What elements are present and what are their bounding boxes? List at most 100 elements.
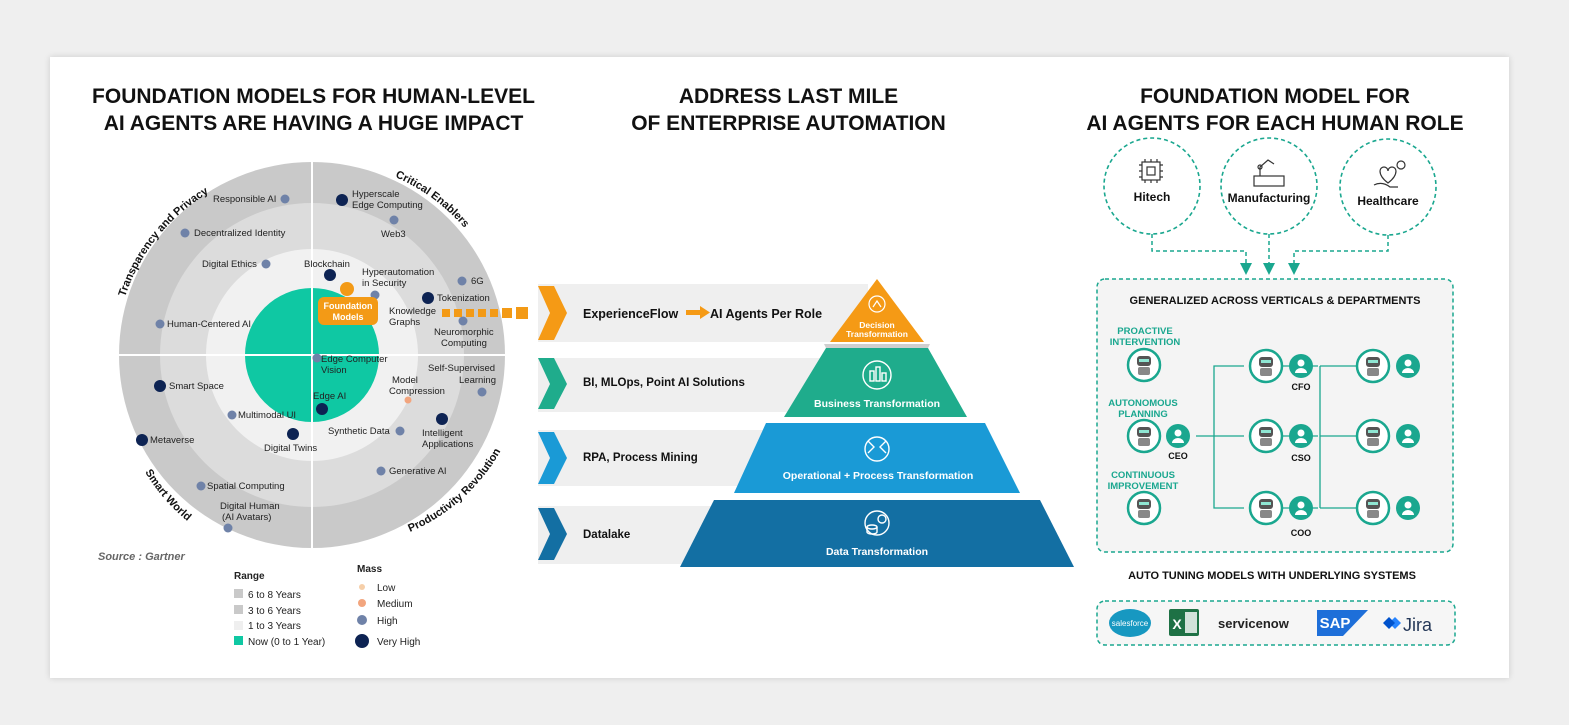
salesforce-logo: salesforce xyxy=(1109,609,1151,637)
label-model-compression-2: Compression xyxy=(389,386,445,397)
label-digital-twins: Digital Twins xyxy=(264,443,317,454)
callout-dashed-arrow xyxy=(442,307,528,319)
dot-blockchain xyxy=(324,269,336,281)
jira-text: Jira xyxy=(1403,615,1433,635)
band-3-label: RPA, Process Mining xyxy=(583,452,698,464)
heart-hand-icon xyxy=(1373,160,1406,188)
band-1-label: ExperienceFlow xyxy=(583,307,678,321)
foundation-callout-line2: Models xyxy=(332,312,363,322)
robot-cfo-icon xyxy=(1248,348,1284,384)
decision-icon xyxy=(868,295,886,313)
cso-badge-icon-body xyxy=(1295,438,1307,443)
band-2-chevron xyxy=(538,358,567,409)
dot-responsible-ai xyxy=(280,194,290,204)
cfo-team-badge-icon-head xyxy=(1404,359,1412,367)
vertical-hitech[interactable]: Hitech xyxy=(1103,137,1201,235)
band-3-chevron xyxy=(538,432,567,484)
operational-icon xyxy=(864,436,890,462)
dot-edge-ai xyxy=(316,403,328,415)
foundation-callout xyxy=(318,297,378,325)
dot-human-centered-ai xyxy=(155,319,165,329)
legend-mass-medium: Medium xyxy=(377,599,413,610)
foundation-callout-line1: Foundation xyxy=(324,301,373,311)
label-hyperautomation-2: in Security xyxy=(362,278,407,289)
legend-mass-high: High xyxy=(377,616,398,627)
dot-self-supervised xyxy=(477,387,487,397)
pyramid-decision-line1: Decision xyxy=(859,320,894,330)
legend: Range 6 to 8 Years 3 to 6 Years 1 to 3 Y… xyxy=(234,564,420,648)
label-responsible-ai: Responsible AI xyxy=(213,194,276,205)
ceo-badge-icon-body xyxy=(1172,438,1184,443)
label-hyperautomation-1: Hyperautomation xyxy=(362,267,434,278)
coo-badge-icon-body xyxy=(1295,510,1307,515)
middle-title-line1: ADDRESS LAST MILE xyxy=(678,85,899,108)
vertical-healthcare[interactable]: Healthcare xyxy=(1339,138,1437,236)
cfo-badge-icon-body xyxy=(1295,368,1307,373)
cso-badge-icon-head xyxy=(1297,429,1305,437)
mode-2-line2: PLANNING xyxy=(1118,409,1168,420)
legend-range-swatch-1 xyxy=(234,589,243,598)
dot-foundation xyxy=(340,282,354,296)
dot-synthetic-data xyxy=(395,426,405,436)
cfo-badge-icon-head xyxy=(1297,359,1305,367)
infographic-card: FOUNDATION MODELS FOR HUMAN-LEVEL AI AGE… xyxy=(50,57,1509,678)
vertical-healthcare-circle xyxy=(1339,138,1437,236)
robot-coo-icon xyxy=(1248,490,1284,526)
role-cso: CSO xyxy=(1291,453,1311,463)
label-model-compression-1: Model xyxy=(392,375,418,386)
label-spatial-computing: Spatial Computing xyxy=(207,481,285,492)
salesforce-text: salesforce xyxy=(1112,619,1149,628)
label-hyperscale-1: Hyperscale xyxy=(352,189,400,200)
left-title-line1: FOUNDATION MODELS FOR HUMAN-LEVEL xyxy=(92,85,535,108)
dot-model-compression xyxy=(404,396,412,404)
label-metaverse: Metaverse xyxy=(150,435,194,446)
generalized-box-title: GENERALIZED ACROSS VERTICALS & DEPARTMEN… xyxy=(1130,295,1421,307)
dot-metaverse xyxy=(136,434,148,446)
dot-spatial-computing xyxy=(196,481,206,491)
generalized-box xyxy=(1096,278,1454,553)
label-6g: 6G xyxy=(471,276,484,287)
legend-mass-dot-medium xyxy=(358,599,366,607)
robot-coo-team-icon xyxy=(1355,490,1391,526)
label-neuromorphic-2: Computing xyxy=(441,338,487,349)
systems-title: AUTO TUNING MODELS WITH UNDERLYING SYSTE… xyxy=(1128,570,1416,582)
legend-range-title: Range xyxy=(234,571,265,582)
legend-mass-very-high: Very High xyxy=(377,637,420,648)
business-icon xyxy=(862,360,892,390)
label-self-supervised-2: Learning xyxy=(459,375,496,386)
band-4-label: Datalake xyxy=(583,529,630,541)
dot-decentralized-identity xyxy=(180,228,190,238)
vertical-hitech-circle xyxy=(1103,137,1201,235)
label-self-supervised-1: Self-Supervised xyxy=(428,363,495,374)
vertical-manufacturing-circle xyxy=(1220,137,1318,235)
legend-range-4: Now (0 to 1 Year) xyxy=(248,637,325,648)
dot-web3 xyxy=(389,215,399,225)
data-icon xyxy=(864,510,890,536)
high-dots xyxy=(155,194,487,533)
cso-team-badge-icon-head xyxy=(1404,429,1412,437)
dot-digital-twins xyxy=(287,428,299,440)
mode-2-line1: AUTONOMOUS xyxy=(1108,398,1178,409)
pyramid-operational-label: Operational + Process Transformation xyxy=(783,470,974,482)
legend-range-swatch-4 xyxy=(234,636,243,645)
excel-text: X xyxy=(1172,616,1182,632)
vertical-manufacturing[interactable]: Manufacturing xyxy=(1220,137,1318,235)
label-digital-human-2: (AI Avatars) xyxy=(222,512,271,523)
dot-6g xyxy=(457,276,467,286)
pyramid-business-label: Business Transformation xyxy=(814,398,940,410)
label-edge-cv-1: Edge Computer xyxy=(321,354,388,365)
label-neuromorphic-1: Neuromorphic xyxy=(434,327,494,338)
label-digital-ethics: Digital Ethics xyxy=(202,259,257,270)
label-decentralized-identity: Decentralized Identity xyxy=(194,228,286,239)
legend-range-2: 3 to 6 Years xyxy=(248,606,301,617)
dot-generative-ai xyxy=(376,466,386,476)
role-ceo: CEO xyxy=(1168,451,1188,461)
left-title: FOUNDATION MODELS FOR HUMAN-LEVEL AI AGE… xyxy=(80,83,547,137)
mode-1-line2: INTERVENTION xyxy=(1110,337,1181,348)
robot-cso-icon xyxy=(1248,418,1284,454)
label-intelligent-apps-1: Intelligent xyxy=(422,428,463,439)
label-blockchain: Blockchain xyxy=(304,259,350,270)
sap-text: SAP xyxy=(1320,615,1351,632)
band-4-chevron xyxy=(538,508,567,560)
coo-team-badge-icon-head xyxy=(1404,501,1412,509)
